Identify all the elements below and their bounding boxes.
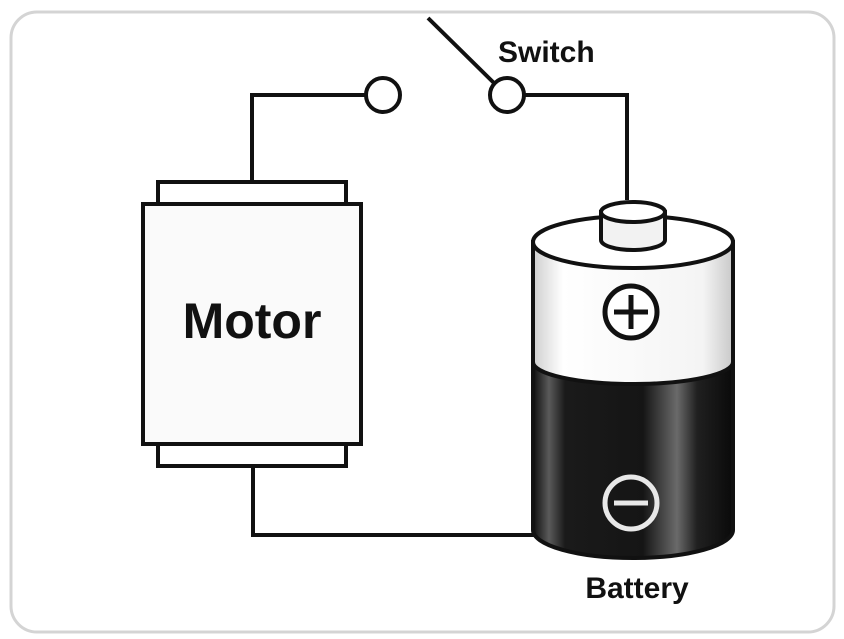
- motor-top-cap: [156, 180, 348, 206]
- battery-terminal-top: [599, 200, 667, 224]
- wires: [250, 16, 629, 537]
- switch-lever: [426, 16, 497, 86]
- battery-lower-body: [531, 358, 735, 560]
- motor-body: [141, 202, 363, 446]
- battery-label: Battery: [585, 572, 689, 605]
- motor: [141, 180, 363, 468]
- switch-label: Switch: [498, 36, 595, 69]
- switch-terminal-right: [488, 76, 526, 114]
- motor-label: Motor: [183, 293, 322, 349]
- wire-switch-to-battery: [525, 93, 629, 200]
- motor-bottom-cap: [156, 442, 348, 468]
- wire-motor-to-switch: [250, 93, 365, 182]
- plus-circle-icon: [602, 283, 660, 341]
- minus-circle-icon: [602, 474, 660, 532]
- wire-motor-to-battery: [251, 466, 538, 537]
- switch-terminal-left: [364, 76, 402, 114]
